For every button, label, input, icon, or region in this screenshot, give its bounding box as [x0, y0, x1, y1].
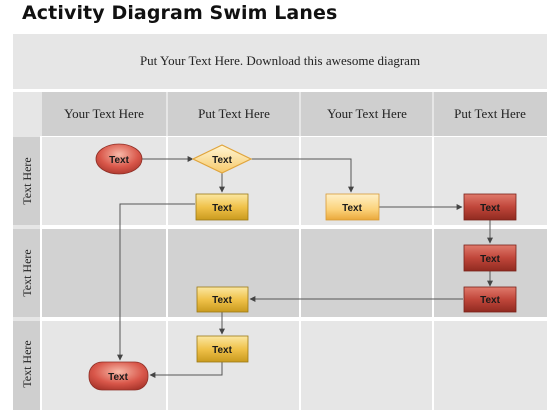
column-header-label-1: Your Text Here — [64, 106, 144, 121]
activity-box-b — [325, 193, 380, 221]
lane-2 — [42, 229, 547, 317]
column-header-label-2: Put Text Here — [198, 106, 270, 121]
connectors — [117, 156, 493, 378]
activity-box-d — [463, 244, 517, 272]
lane-label-2: Text Here — [20, 249, 34, 296]
lane-label-1-bg — [13, 137, 40, 225]
activity-box-c-label: Text — [480, 203, 500, 214]
lane-label-3-bg — [13, 321, 40, 410]
activity-box-c — [463, 193, 517, 221]
start-node-label: Text — [109, 155, 129, 166]
end-node — [88, 361, 149, 391]
column-header-label-4: Put Text Here — [454, 106, 526, 121]
subtitle-band — [13, 34, 547, 89]
activity-box-a — [195, 193, 249, 221]
activity-box-g-label: Text — [212, 345, 232, 356]
column-separators — [166, 137, 434, 410]
lane-label-3: Text Here — [20, 340, 34, 387]
decision-node-label: Text — [212, 155, 232, 166]
arrow-box-g-to-end — [149, 362, 223, 378]
column-header-label-3: Your Text Here — [327, 106, 407, 121]
column-header-1 — [42, 92, 166, 136]
arrow-box-a-to-end — [117, 203, 195, 361]
subtitle-text: Put Your Text Here. Download this awesom… — [140, 53, 420, 68]
arrow-decision-to-box-b — [251, 158, 354, 193]
activity-box-f-label: Text — [212, 295, 232, 306]
activity-box-f — [196, 286, 249, 313]
page-title: Activity Diagram Swim Lanes — [22, 2, 338, 24]
activity-box-g — [196, 335, 249, 363]
column-header-2 — [168, 92, 299, 136]
activity-box-e-label: Text — [480, 295, 500, 306]
lane-label-1: Text Here — [20, 157, 34, 204]
column-header-4 — [434, 92, 547, 136]
start-node — [95, 143, 143, 175]
column-header-3 — [301, 92, 432, 136]
lane-label-2-bg — [13, 229, 40, 317]
activity-box-d-label: Text — [480, 254, 500, 265]
activity-box-b-label: Text — [342, 203, 362, 214]
end-node-label: Text — [108, 372, 128, 383]
decision-node — [191, 144, 253, 174]
activity-box-a-label: Text — [212, 203, 232, 214]
activity-box-e — [463, 286, 517, 313]
